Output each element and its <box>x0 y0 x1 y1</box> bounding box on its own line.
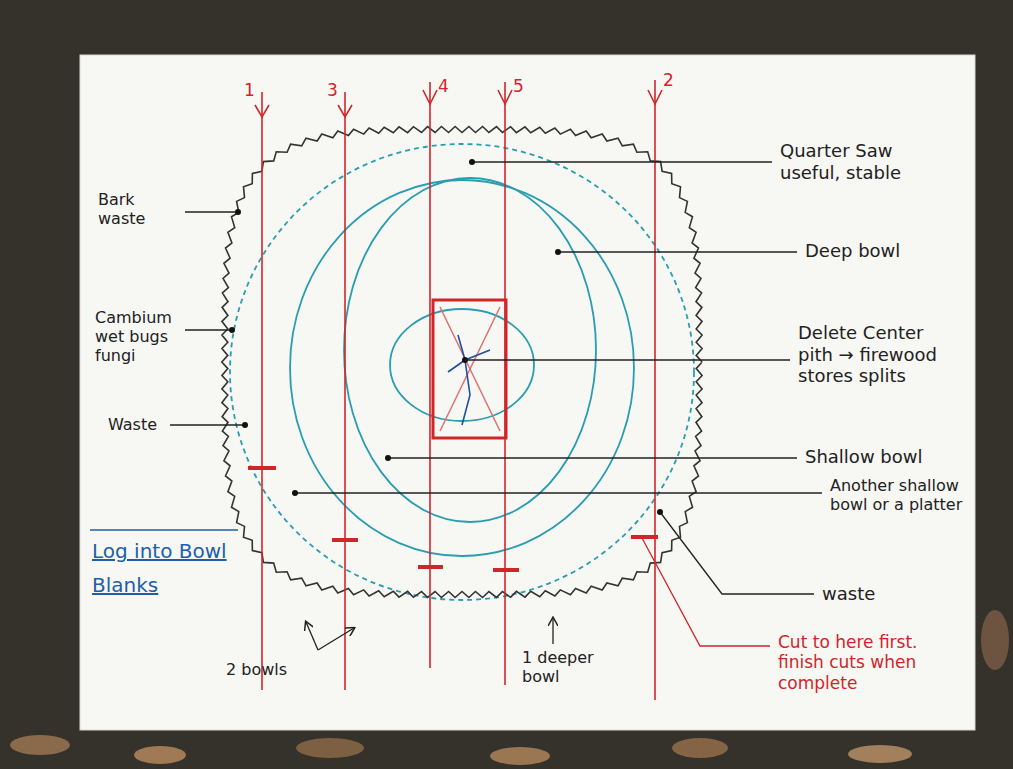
stop-mark <box>332 538 358 542</box>
leader-dot <box>385 455 391 461</box>
leader-lines <box>170 162 822 650</box>
cut-lines <box>255 80 662 700</box>
cut-number: 1 <box>244 80 255 100</box>
ring <box>290 180 634 556</box>
leader-line <box>295 492 822 493</box>
note-label: Bark waste <box>98 190 178 228</box>
pith-block <box>433 300 506 438</box>
note-label: 1 deeper bowl <box>522 648 612 686</box>
cut-arrow <box>423 90 437 104</box>
cut-number: 5 <box>513 76 524 96</box>
stop-mark <box>418 565 443 569</box>
leader-dot <box>229 327 235 333</box>
leader-dot <box>657 509 663 515</box>
cut-number: 4 <box>438 76 449 96</box>
log-outline <box>222 127 702 598</box>
leader-line <box>185 329 232 330</box>
leader-line <box>170 424 245 425</box>
stop-marks <box>248 468 658 570</box>
title-rule <box>90 529 238 531</box>
ring <box>390 309 534 421</box>
cut-line <box>504 82 506 685</box>
red-leader-line <box>642 538 770 646</box>
cut-line <box>344 92 346 690</box>
note-label: Quarter Saw useful, stable <box>780 140 930 183</box>
split-cracks <box>448 335 490 425</box>
note-label: Another shallow bowl or a platter <box>830 476 970 514</box>
note-label: Waste <box>108 415 168 434</box>
cut-arrow <box>648 90 662 104</box>
leader-line <box>660 512 814 594</box>
leader-dot <box>555 249 561 255</box>
cut-number: 3 <box>327 80 338 100</box>
cut-arrow <box>338 105 352 117</box>
growth-rings <box>230 144 694 600</box>
leader-line <box>465 359 790 360</box>
whiteboard <box>80 55 975 730</box>
pointer-arrow <box>306 622 318 650</box>
ring <box>230 144 694 600</box>
instruction-note: Cut to here first. finish cuts when comp… <box>778 632 948 693</box>
leader-line <box>472 161 772 162</box>
ring <box>344 178 596 522</box>
cut-line <box>261 92 263 690</box>
note-label: Delete Center pith → firewood stores spl… <box>798 322 958 387</box>
note-label: Cambium wet bugs fungi <box>95 308 180 366</box>
leaf <box>848 745 912 763</box>
leader-line <box>185 211 236 212</box>
leader-dot <box>292 490 298 496</box>
leader-line <box>388 457 797 458</box>
leaf <box>672 738 728 758</box>
stop-mark <box>248 466 276 470</box>
cut-arrow <box>255 105 269 117</box>
cut-arrow <box>498 90 512 104</box>
board-title: Log into Bowl Blanks <box>92 534 242 602</box>
note-label: Deep bowl <box>805 240 955 262</box>
pointer-arrow <box>318 628 354 650</box>
leader-dot <box>469 159 475 165</box>
leaf <box>10 735 70 755</box>
cross-line <box>440 307 500 431</box>
stop-mark <box>493 568 519 572</box>
leaf <box>296 738 364 758</box>
leaf <box>981 610 1009 670</box>
leaf <box>134 746 186 764</box>
cut-number: 2 <box>663 70 674 90</box>
leader-dot <box>235 209 241 215</box>
leader-line <box>558 251 797 252</box>
pith-rectangle <box>433 300 506 438</box>
note-label: waste <box>822 583 922 605</box>
cross-line <box>440 307 500 431</box>
cut-line <box>654 80 656 700</box>
cut-line <box>429 82 431 668</box>
note-label: Shallow bowl <box>805 446 955 468</box>
leader-dots <box>229 159 663 515</box>
stop-mark <box>631 535 658 539</box>
pointer-arrow <box>552 618 553 644</box>
leaf <box>490 747 550 765</box>
leader-dot <box>242 422 248 428</box>
note-label: 2 bowls <box>226 660 316 679</box>
